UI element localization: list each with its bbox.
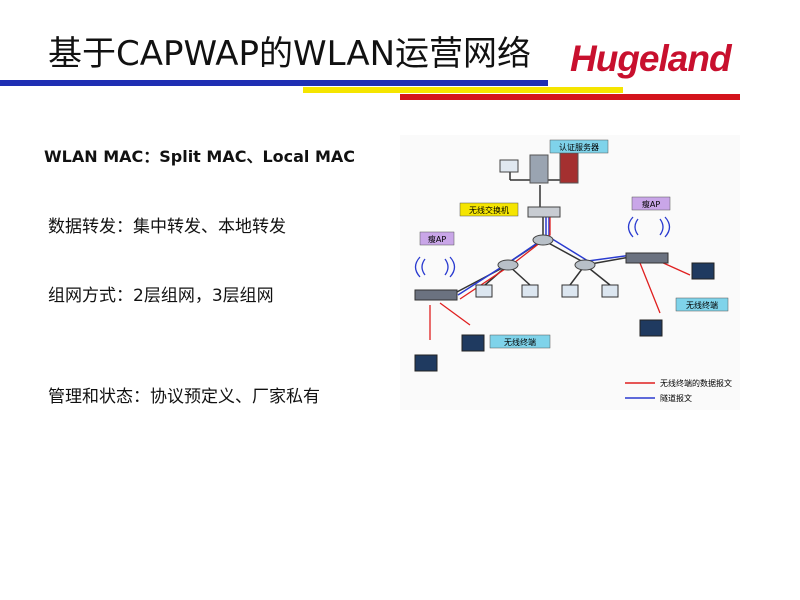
- header-bar-yellow: [303, 87, 623, 93]
- bullet-networking-mode: 组网方式：2层组网，3层组网: [48, 286, 274, 306]
- terminal-right-label: 无线终端: [686, 300, 718, 310]
- ap-right-icon: [625, 252, 669, 264]
- pc-icon: [475, 284, 493, 298]
- router-core-icon: [532, 234, 554, 246]
- ap-right-label: 瘦AP: [642, 199, 660, 209]
- wireless-switch-icon: [527, 206, 561, 218]
- laptop-icon: [461, 334, 485, 352]
- network-links: [454, 167, 631, 294]
- laptop-icon: [691, 262, 715, 280]
- header-bar-blue: [0, 80, 548, 86]
- bullet-data-forwarding: 数据转发：集中转发、本地转发: [48, 217, 286, 237]
- capwap-network-diagram: 认证服务器 无线交换机 瘦AP 瘦AP 无线终端 无线终端 无线终端的数据报文 …: [400, 135, 740, 410]
- bullet-wlan-mac: WLAN MAC：Split MAC、Local MAC: [44, 147, 356, 166]
- auth-server-label-box: [549, 139, 609, 154]
- auth-server-label: 认证服务器: [559, 142, 599, 152]
- ap-left-label-box: [419, 231, 455, 246]
- bullet-management-state: 管理和状态：协议预定义、厂家私有: [48, 387, 320, 407]
- header-bar-red: [400, 94, 740, 100]
- pc-icon: [561, 284, 579, 298]
- slide-title: 基于CAPWAP的WLAN运营网络: [48, 34, 532, 74]
- pc-icon: [601, 284, 619, 298]
- wifi-signal-icon: [627, 216, 671, 238]
- legend-label-tunnel: 隧道报文: [660, 393, 692, 403]
- hugeland-logo: Hugeland: [570, 38, 732, 79]
- terminal-left-label-box: [489, 334, 551, 349]
- pc-icon: [521, 284, 539, 298]
- terminal-right-label-box: [675, 297, 729, 312]
- ap-left-icon: [414, 289, 458, 301]
- terminal-left-label: 无线终端: [504, 337, 536, 347]
- switch-label-box: [459, 202, 519, 217]
- tunnel-paths: [457, 217, 633, 296]
- legend-label-data: 无线终端的数据报文: [660, 378, 732, 388]
- ap-right-label-box: [631, 196, 671, 211]
- wifi-signal-icon: [414, 256, 456, 278]
- laptop-icon: [414, 354, 438, 372]
- router-left-icon: [497, 259, 519, 271]
- laptop-icon: [639, 319, 663, 337]
- switch-label: 无线交换机: [469, 205, 509, 215]
- ap-left-label: 瘦AP: [428, 234, 446, 244]
- router-right-icon: [574, 259, 596, 271]
- auth-server-icon: [499, 152, 579, 184]
